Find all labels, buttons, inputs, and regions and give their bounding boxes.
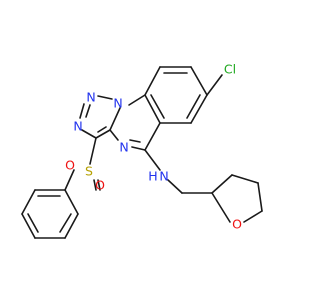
bond xyxy=(59,213,72,233)
pyrimidine-nitrogen-label: N xyxy=(119,140,128,155)
bond xyxy=(144,66,161,96)
bond xyxy=(89,137,97,165)
bond xyxy=(21,213,36,239)
bond xyxy=(186,94,201,119)
bond xyxy=(144,122,161,151)
bond xyxy=(211,192,231,223)
bond xyxy=(97,179,101,191)
bond xyxy=(129,139,141,143)
bond xyxy=(97,95,113,100)
bond xyxy=(167,179,183,194)
bond xyxy=(190,66,208,96)
bond xyxy=(257,182,263,212)
bond xyxy=(128,94,146,106)
triazole-nitrogen-2-label: N xyxy=(86,90,95,105)
bond xyxy=(243,210,263,223)
bond xyxy=(131,146,146,151)
amine-hydrogen-label: H xyxy=(148,169,157,184)
bond xyxy=(144,94,161,124)
bond xyxy=(85,104,91,118)
bond xyxy=(150,94,165,119)
bond xyxy=(64,189,79,215)
bond xyxy=(81,129,97,139)
bond xyxy=(109,107,121,131)
bond xyxy=(211,174,233,194)
bond xyxy=(93,179,97,191)
bond xyxy=(109,129,119,141)
bond xyxy=(21,189,36,215)
bond xyxy=(144,149,161,171)
amine-nitrogen-label: N xyxy=(159,169,168,184)
sulfonyl-oxygen-2-label: O xyxy=(95,178,105,193)
ring-oxygen-label: O xyxy=(232,217,242,232)
bond xyxy=(27,213,39,233)
sulfonyl-oxygen-1-label: O xyxy=(65,158,75,173)
sulfur-label: S xyxy=(85,164,93,179)
bond xyxy=(64,169,75,191)
triazole-nitrogen-1-label: N xyxy=(113,96,122,111)
bond xyxy=(231,174,259,184)
bond xyxy=(190,94,208,124)
bond xyxy=(64,213,79,239)
molecule-structure: Cl N N N N N H S O O O xyxy=(21,62,263,239)
bonds xyxy=(21,66,263,239)
bond xyxy=(95,129,111,139)
atom-labels: Cl N N N N N H S O O O xyxy=(65,62,242,232)
bond xyxy=(79,103,85,119)
chlorine-label: Cl xyxy=(224,62,236,77)
triazole-nitrogen-3-label: N xyxy=(73,119,82,134)
bond xyxy=(97,126,107,133)
bond xyxy=(206,74,223,96)
